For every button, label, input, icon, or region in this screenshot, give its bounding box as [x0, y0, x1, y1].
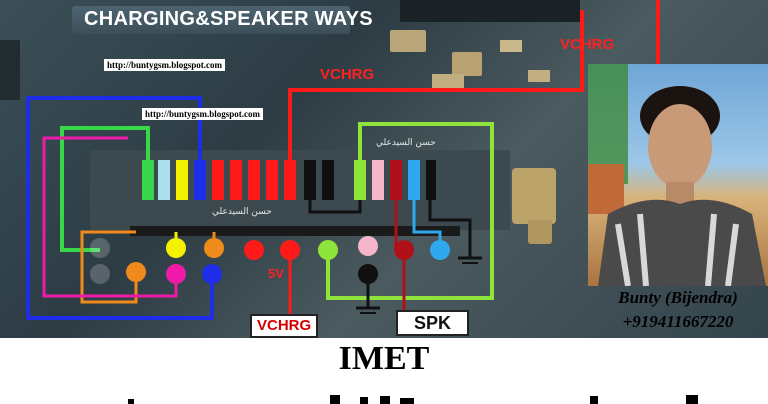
spk-box-label: SPK	[396, 310, 470, 336]
pin-red	[230, 160, 242, 200]
cropped-glyph	[360, 397, 368, 404]
title-banner	[72, 6, 350, 34]
author-phone: +919411667220	[622, 312, 734, 331]
cropped-text-strip	[0, 392, 768, 404]
pad-red	[280, 240, 300, 260]
pad-magenta	[166, 264, 186, 284]
pad-white	[90, 238, 110, 258]
pin-black	[304, 160, 316, 200]
wire-black	[308, 200, 362, 214]
pad-pink	[358, 236, 378, 256]
vchrg-label: VCHRG	[320, 66, 375, 83]
author-photo	[588, 64, 768, 286]
pad-lightblue	[430, 240, 450, 260]
pad-darkred	[394, 240, 414, 260]
pcb-component	[512, 168, 556, 224]
neck	[666, 182, 694, 204]
author-portrait	[588, 64, 766, 286]
pad-yellow	[166, 238, 186, 258]
wire-red	[288, 10, 584, 200]
cropped-glyph	[400, 398, 414, 404]
vchrg-label: VCHRG	[560, 36, 615, 53]
pin-black	[322, 160, 334, 200]
wire-magenta	[42, 136, 178, 298]
pin-pink	[372, 160, 384, 200]
cropped-glyph	[330, 395, 340, 404]
wire-black	[428, 200, 472, 258]
cropped-glyph	[590, 396, 598, 404]
pcb-component	[432, 74, 464, 88]
footer-title: IMET	[338, 340, 430, 377]
pin-red	[248, 160, 260, 200]
pin-yellow	[176, 160, 188, 200]
blog-url: http://buntygsm.blogspot.com	[142, 108, 264, 120]
arabic-watermark: حسن السيدعلي	[376, 138, 436, 148]
pcb-component	[528, 70, 550, 82]
pin-green	[142, 160, 154, 200]
pad-red	[244, 240, 264, 260]
vchrg-box-label: VCHRG	[250, 314, 319, 338]
shirt-stripes	[615, 213, 739, 286]
cropped-glyph	[380, 396, 390, 404]
wire-green	[60, 126, 150, 252]
pin-red	[266, 160, 278, 200]
cropped-glyph	[128, 399, 134, 404]
diagram-title: CHARGING&SPEAKER WAYS	[84, 8, 373, 30]
pcb-component	[528, 220, 552, 244]
pin-lime	[354, 160, 366, 200]
wire-orange	[80, 230, 138, 304]
pad-lime	[318, 240, 338, 260]
pcb-component	[390, 30, 426, 52]
pin-black	[426, 160, 436, 200]
pad-blue	[202, 264, 222, 284]
pin-lightblue	[408, 160, 420, 200]
background-house	[588, 164, 624, 214]
wiring-diagram	[0, 0, 660, 320]
wire-lime	[326, 122, 494, 300]
pcb-connector-base	[130, 226, 460, 236]
pin-blue	[194, 160, 206, 200]
pin-red	[212, 160, 224, 200]
pad-orange	[126, 262, 146, 282]
arabic-watermark: حسن السيدعلي	[212, 207, 272, 217]
pcb-component	[452, 52, 482, 76]
pcb-chip-top	[400, 0, 580, 22]
pad-white	[90, 264, 110, 284]
pin-darkred	[390, 160, 402, 200]
five-volt-label: 5V	[268, 266, 284, 281]
pad-black	[358, 264, 378, 284]
pcb-component	[0, 40, 20, 100]
wire-lightblue	[412, 200, 442, 246]
author-name: Bunty (Bijendra)	[618, 288, 738, 307]
pcb-component	[500, 40, 522, 52]
pin-lightblue	[158, 160, 170, 200]
cropped-text-shapes	[128, 395, 698, 404]
blog-url: http://buntygsm.blogspot.com	[104, 59, 226, 71]
cropped-glyph	[686, 395, 698, 404]
pad-orange	[204, 238, 224, 258]
face	[648, 104, 712, 188]
